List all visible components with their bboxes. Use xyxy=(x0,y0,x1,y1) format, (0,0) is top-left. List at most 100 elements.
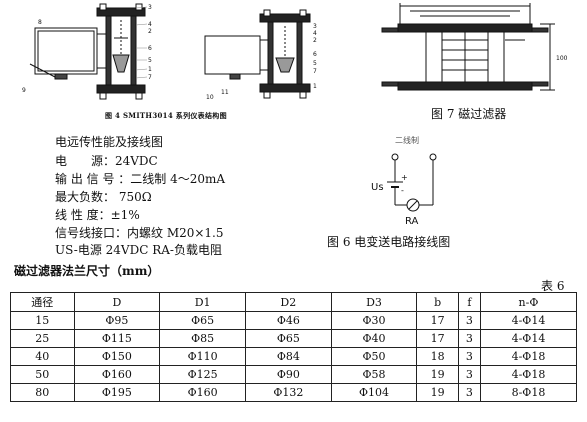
fig4-label: 1 xyxy=(313,83,317,90)
fig4-label: 10 xyxy=(206,94,214,101)
fig7-dim-label: 100 xyxy=(556,55,568,62)
table-cell: Φ30 xyxy=(330,311,418,330)
col-header: f xyxy=(457,292,481,312)
spec-line-linearity: 线 性 度：±1% xyxy=(55,208,140,222)
table-cell: 4-Φ18 xyxy=(479,365,578,384)
table-cell: 8-Φ18 xyxy=(479,383,578,402)
table-cell: Φ65 xyxy=(159,311,246,330)
fig4-label: 6 xyxy=(148,45,152,52)
col-header: b xyxy=(416,292,459,312)
table-cell: Φ150 xyxy=(73,347,161,366)
table-cell: Φ160 xyxy=(73,365,161,384)
table-cell: 3 xyxy=(457,311,481,330)
table-cell: 18 xyxy=(416,347,459,366)
spec-line-output: 输 出 信 号 ：二线制 4～20mA xyxy=(55,172,226,186)
terminal-left xyxy=(391,153,399,161)
table-cell: 4-Φ14 xyxy=(479,329,578,348)
table-header-row: 通径 D D1 D2 D3 b f n-Φ xyxy=(10,292,578,312)
fig4-label: 8 xyxy=(38,19,42,26)
fig4-left-instrument xyxy=(29,3,146,100)
col-header: D1 xyxy=(159,292,246,312)
table-row: 80 Φ195 Φ160 Φ132 Φ104 19 3 8-Φ18 xyxy=(10,383,578,402)
table-cell: Φ195 xyxy=(73,383,161,402)
table-label: 表 6 xyxy=(541,279,565,293)
col-header: D2 xyxy=(244,292,332,312)
table-cell: Φ58 xyxy=(330,365,418,384)
terminal-right xyxy=(429,153,437,161)
col-header: n-Φ xyxy=(479,292,578,312)
table-row: 40 Φ150 Φ110 Φ84 Φ50 18 3 4-Φ18 xyxy=(10,347,578,366)
fig4-label: 9 xyxy=(22,87,26,94)
table-cell: 25 xyxy=(10,329,75,348)
col-header: D xyxy=(73,292,161,312)
bottom-flange xyxy=(96,84,146,94)
fig4-label: 3 xyxy=(313,23,317,30)
spec-line-power: 电 源：24VDC xyxy=(55,154,158,168)
fig4-label: 7 xyxy=(148,74,152,81)
col-header: 通径 xyxy=(10,292,75,312)
fig6-us-label: Us xyxy=(371,182,384,193)
fig4-label: 5 xyxy=(148,57,152,64)
table-cell: 19 xyxy=(416,383,459,402)
table-row: 25 Φ115 Φ85 Φ65 Φ40 17 3 4-Φ14 xyxy=(10,329,578,348)
fig6-circuit: Us + - RA xyxy=(371,153,437,227)
fig4-label: 5 xyxy=(313,60,317,67)
fig7-drawing: 100 xyxy=(381,3,568,91)
table-cell: 4-Φ14 xyxy=(479,311,578,330)
col-header: D3 xyxy=(330,292,418,312)
fig4-label: 4 xyxy=(313,30,317,37)
table-cell: 17 xyxy=(416,329,459,348)
fig4-label: 2 xyxy=(313,37,317,44)
table-cell: 3 xyxy=(457,365,481,384)
table-cell: Φ50 xyxy=(330,347,418,366)
table-cell: 17 xyxy=(416,311,459,330)
table-cell: Φ115 xyxy=(73,329,161,348)
fig4-mid-instrument xyxy=(204,9,311,99)
table-cell: 15 xyxy=(10,311,75,330)
table-cell: 50 xyxy=(10,365,75,384)
fig7-caption: 图 7 磁过滤器 xyxy=(431,107,507,121)
fig6-minus: - xyxy=(401,186,404,195)
fig4-label: 7 xyxy=(313,68,317,75)
fig4-caption: 图 4 SMITH3014 系列仪表结构图 xyxy=(105,111,227,120)
specs-title: 电远传性能及接线图 xyxy=(55,135,164,149)
table-cell: 3 xyxy=(457,329,481,348)
table-cell: Φ40 xyxy=(330,329,418,348)
fig4-label: 11 xyxy=(221,89,229,96)
fig6-ra-label: RA xyxy=(405,216,419,227)
fig4-drawing: 3 4 2 6 5 1 7 8 9 3 4 2 6 5 xyxy=(22,3,317,101)
fig6-plus: + xyxy=(401,173,408,182)
spec-line-legend: US-电源 24VDC RA-负载电阻 xyxy=(55,243,222,257)
fig6-caption: 图 6 电变送电路接线图 xyxy=(327,235,451,249)
flange-table: 通径 D D1 D2 D3 b f n-Φ 15 Φ95 Φ65 Φ46 Φ30… xyxy=(10,292,578,402)
table-cell: 3 xyxy=(457,347,481,366)
fig4-label: 6 xyxy=(313,51,317,58)
table-cell: Φ110 xyxy=(159,347,246,366)
table-cell: Φ65 xyxy=(244,329,332,348)
top-flange xyxy=(96,7,146,17)
table-cell: Φ84 xyxy=(244,347,332,366)
table-cell: Φ85 xyxy=(159,329,246,348)
table-cell: 40 xyxy=(10,347,75,366)
fig4-label: 3 xyxy=(148,4,152,11)
table-cell: Φ125 xyxy=(159,365,246,384)
table-cell: Φ95 xyxy=(73,311,161,330)
spec-line-load: 最大负数： 750Ω xyxy=(55,190,152,204)
table-row: 50 Φ160 Φ125 Φ90 Φ58 19 3 4-Φ18 xyxy=(10,365,578,384)
table-cell: 19 xyxy=(416,365,459,384)
fig4-label: 2 xyxy=(148,28,152,35)
table-row: 15 Φ95 Φ65 Φ46 Φ30 17 3 4-Φ14 xyxy=(10,311,578,330)
table-cell: Φ46 xyxy=(244,311,332,330)
table-cell: Φ160 xyxy=(159,383,246,402)
table-cell: 4-Φ18 xyxy=(479,347,578,366)
fig6-top-label: 二线制 xyxy=(395,136,419,145)
fig4-label: 4 xyxy=(148,21,152,28)
table-title: 磁过滤器法兰尺寸（mm） xyxy=(14,264,160,278)
table-cell: Φ90 xyxy=(244,365,332,384)
table-cell: Φ104 xyxy=(330,383,418,402)
fig4-label: 1 xyxy=(148,66,152,73)
spec-line-port: 信号线接口：内螺纹 M20×1.5 xyxy=(55,226,224,240)
table-cell: 3 xyxy=(457,383,481,402)
table-cell: Φ132 xyxy=(244,383,332,402)
table-cell: 80 xyxy=(10,383,75,402)
